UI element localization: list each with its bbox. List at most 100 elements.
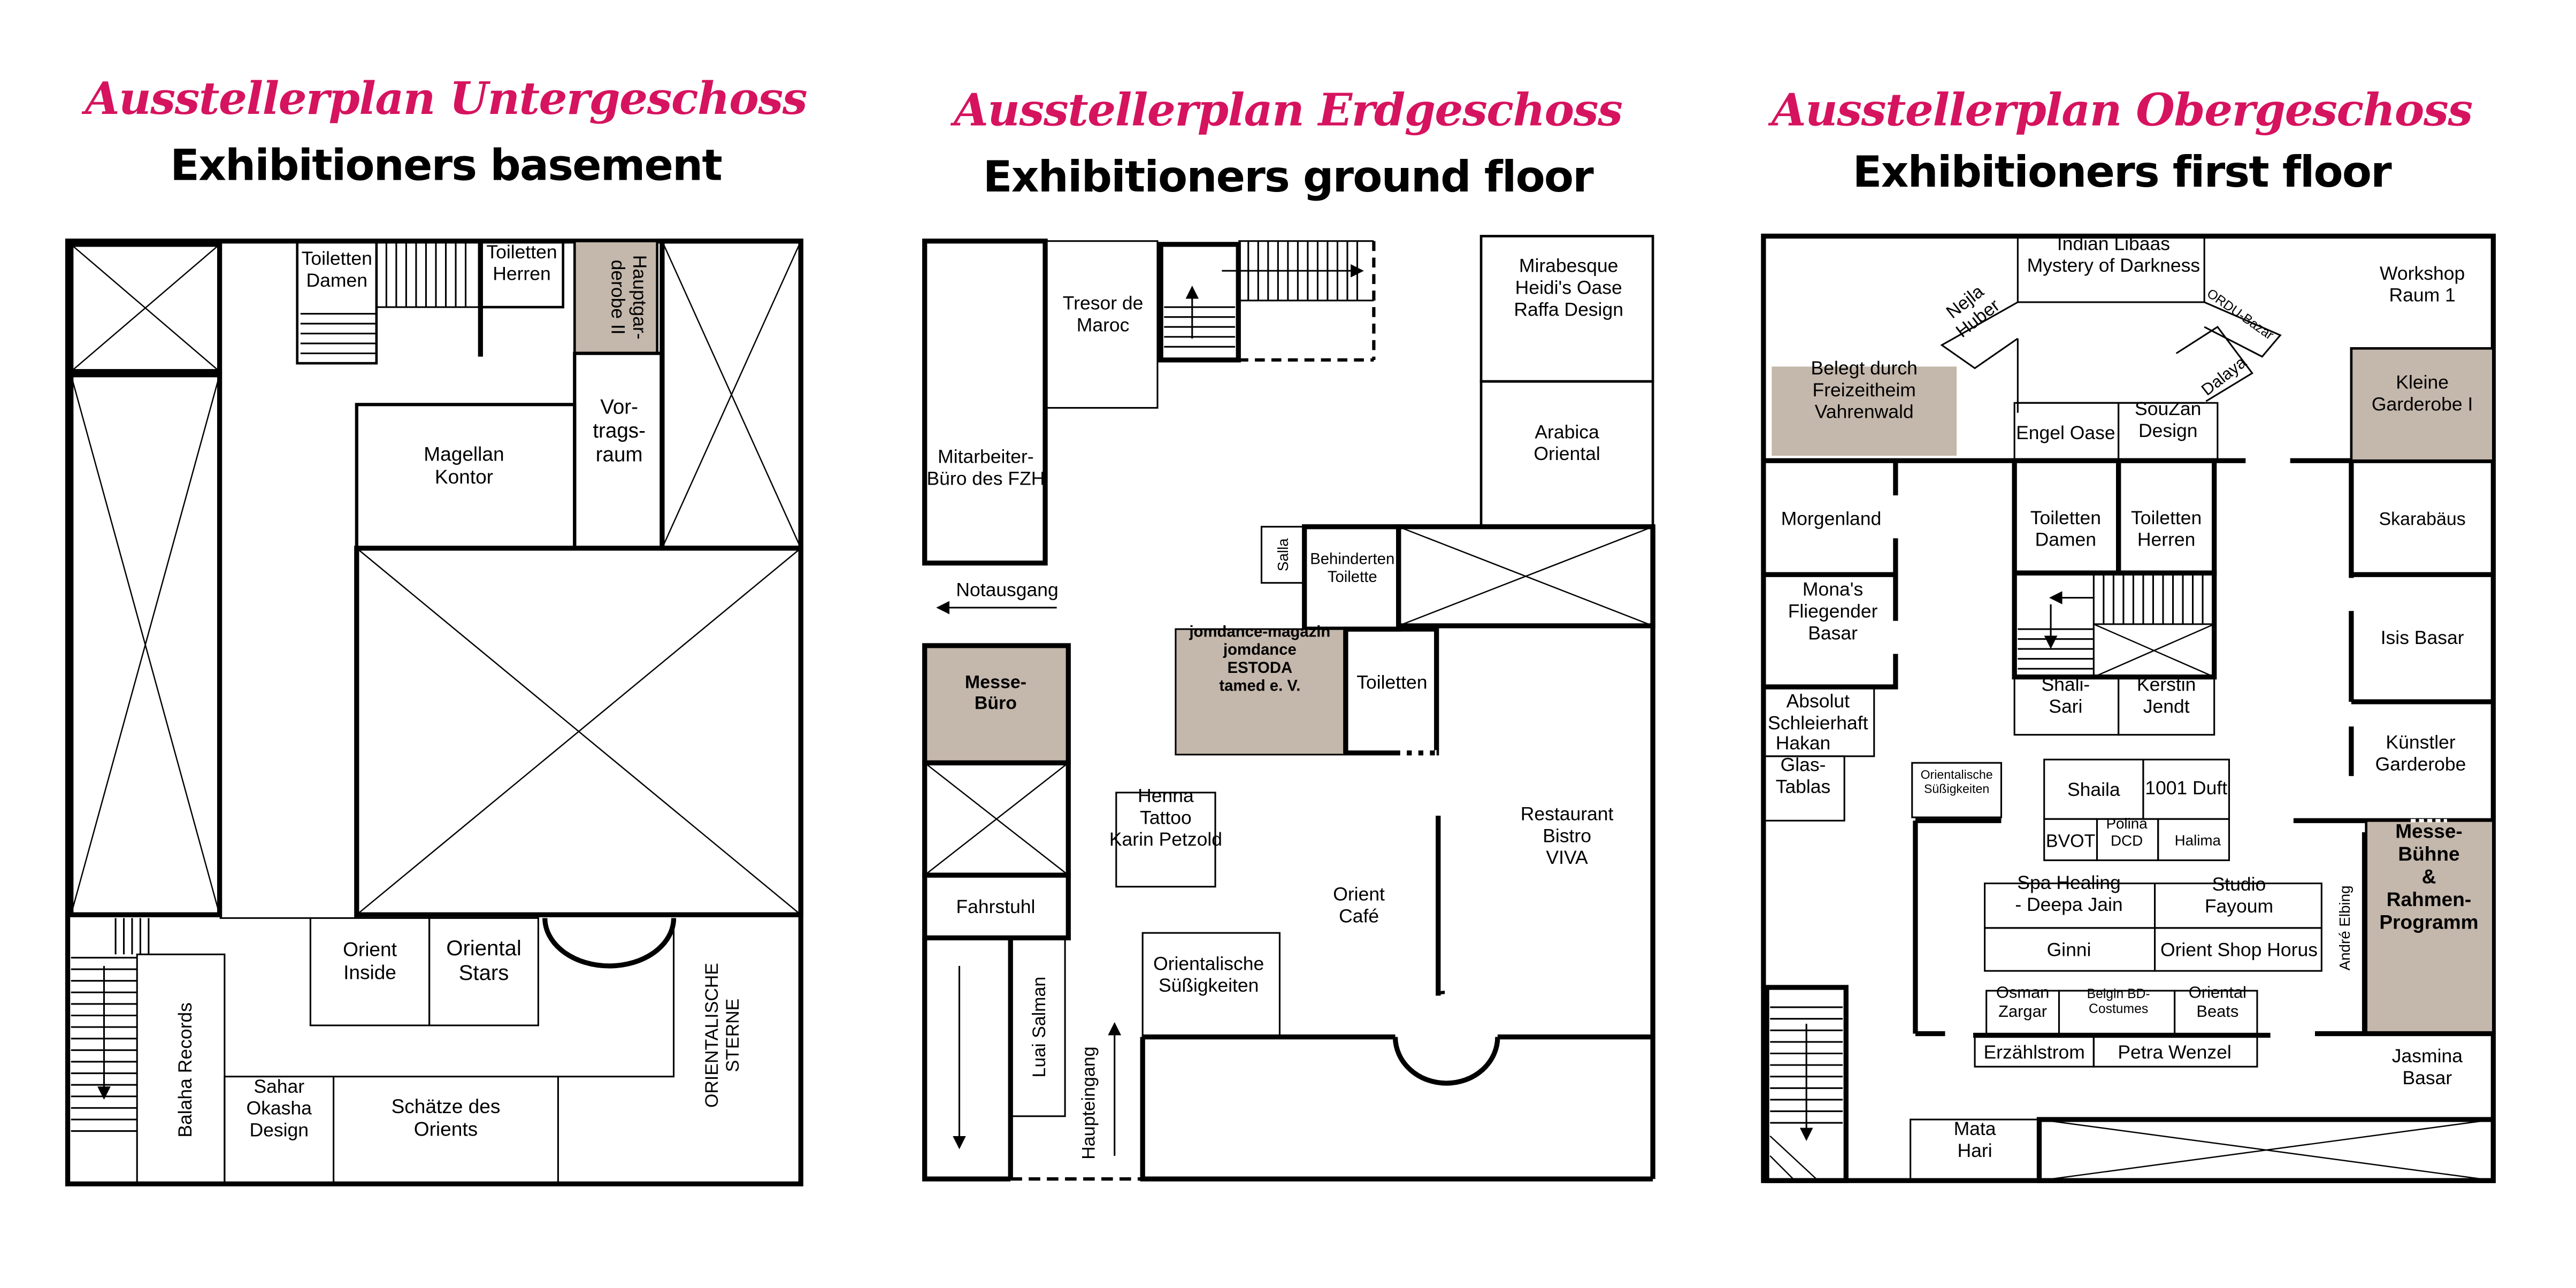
basement-stairs-top [300, 240, 480, 355]
ground-label-salla: Salla [1275, 538, 1291, 571]
floor-plans-page: Ausstellerplan Untergeschoss Exhibitione… [65, 74, 2496, 1187]
first-label-shaila: Shaila [2067, 779, 2120, 800]
ground-label-notausgang: Notausgang [956, 579, 1058, 600]
basement-title-en: Exhibitioners basement [170, 142, 723, 192]
basement-label-balaha: Balaha Records [174, 1002, 196, 1138]
first-label-spa: Spa Healing- Deepa Jain [2015, 872, 2122, 915]
first-hakan-glas-tablas [1762, 755, 1845, 822]
first-label-skarabaeus: Skarabäus [2379, 509, 2466, 530]
first-label-ordu: ORDU-Bazar [2204, 286, 2276, 343]
basement-stairs-bottom [71, 918, 150, 1132]
ground-luai-salman [1009, 937, 1066, 1117]
first-indian-libaas-hexagon [1940, 236, 2282, 413]
ground-label-haupteingang: Haupteingang [1079, 1046, 1099, 1159]
ground-toiletten [1343, 626, 1439, 756]
ground-henna-tattoo [1115, 792, 1216, 888]
ground-label-mitarbeiter: Mitarbeiter-Büro des FZH [926, 446, 1045, 489]
basement-central-hall [354, 546, 803, 917]
first-label-petra: Petra Wenzel [2118, 1041, 2231, 1063]
first-petra-wenzel [2092, 1036, 2258, 1068]
first-label-ginni: Ginni [2047, 939, 2091, 960]
ground-jomdance-booth [1175, 628, 1345, 756]
ground-label-fahrstuhl: Fahrstuhl [956, 896, 1035, 917]
first-label-andre: André Elbing [2336, 885, 2353, 970]
first-orientalische-suessigkeiten [1911, 762, 2002, 818]
first-kerstin-jendt [2118, 676, 2215, 736]
ground-fahrstuhl [922, 872, 1071, 941]
first-label-dalaya: Dalaya [2198, 352, 2250, 399]
ground-title-de: Ausstellerplan Erdgeschoss [954, 86, 1623, 137]
basement-hauptgarderobe-booth [573, 240, 658, 355]
basement-balaha-records [136, 953, 226, 1185]
basement-shaft-top [68, 242, 223, 374]
basement-title-de: Ausstellerplan Untergeschoss [85, 74, 808, 126]
first-belegt-booth [1772, 366, 1957, 456]
first-label-halima: Halima [2175, 832, 2221, 849]
basement-label-vortragsraum: Vor-trags-raum [593, 396, 646, 466]
basement-label-orientalische-sterne: ORIENTALISCHESTERNE [702, 963, 743, 1108]
first-stairs-bottom [1764, 985, 1849, 1183]
ground-label-toiletten: Toiletten [1356, 671, 1427, 693]
ground-tresor-de-maroc [1044, 240, 1159, 409]
first-label-duft: 1001 Duft [2145, 777, 2227, 799]
basement-oriental-stars [428, 917, 539, 1026]
first-label-shali: Shali-Sari [2041, 674, 2090, 717]
first-label-erzaehlstrom: Erzählstrom [1983, 1041, 2084, 1063]
first-label-morgenland: Morgenland [1781, 508, 1881, 530]
first-label-messe-buehne: Messe-Bühne&Rahmen-Programm [2379, 819, 2478, 933]
ground-mitarbeiter-buero [922, 239, 1048, 566]
first-label-nejla: NejlaHuber [1939, 279, 2004, 342]
basement-shaft-left [68, 372, 223, 917]
first-halima [2157, 818, 2230, 861]
first-floor-title-en: Exhibitioners first floor [1852, 148, 2392, 198]
first-label-engel: Engel Oase [2016, 422, 2115, 443]
first-shaft-bottom [2036, 1117, 2496, 1183]
first-label-belgin: Belgin BD-Costumes [2087, 987, 2150, 1016]
first-label-orient-shop: Orient Shop Horus [2160, 939, 2318, 960]
first-floor-title-de: Ausstellerplan Obergeschoss [1771, 86, 2473, 137]
first-orient-shop-horus [2153, 927, 2322, 972]
ground-label-messe-buero: Messe-Büro [965, 672, 1026, 713]
ground-messe-buero-booth [922, 643, 1071, 765]
ground-label-luai: Luai Salman [1029, 977, 1049, 1078]
first-label-bvot: BVOT [2046, 831, 2095, 852]
ground-title-en: Exhibitioners ground floor [983, 154, 1594, 203]
ground-stairs-top [1158, 240, 1376, 363]
